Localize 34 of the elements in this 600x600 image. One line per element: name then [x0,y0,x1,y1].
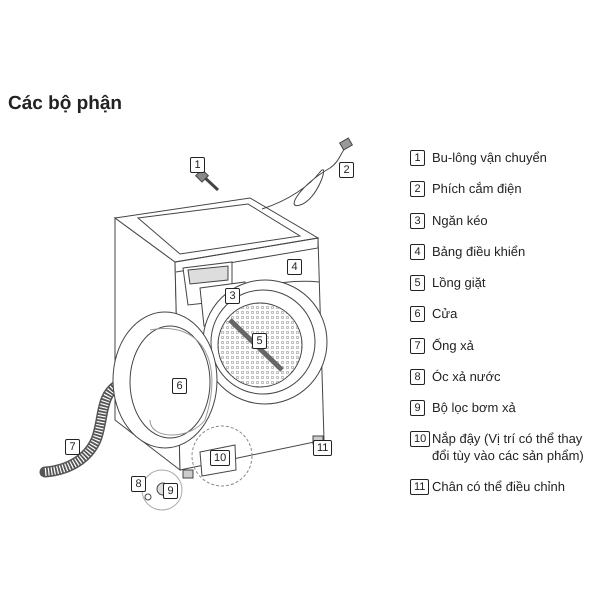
callout-number: 10 [210,450,230,466]
heading: Các bộ phận [8,93,122,115]
callout-number: 9 [410,400,425,416]
callout-number: 5 [410,275,425,291]
part-name: Cửa [432,305,458,322]
part-name: Phích cắm điện [432,180,523,197]
callout-number: 5 [252,333,267,349]
callout-number: 9 [163,483,178,499]
part-name: Óc xả nước [432,368,502,385]
callout-number: 3 [410,213,425,229]
callout-number: 3 [225,288,240,304]
callout-number: 1 [410,150,425,166]
callout-number: 8 [131,476,146,492]
callout-number: 6 [172,378,187,394]
part-name: Bảng điều khiển [432,243,526,260]
part-name: Ngăn kéo [432,212,489,229]
callout-number: 4 [410,244,425,260]
part-name: Nắp đậy (Vị trí có thể thay đổi tùy vào các sản phẩm) [432,430,585,464]
callout-number: 8 [410,369,425,385]
callout-number: 11 [313,440,332,456]
callout-number: 6 [410,306,425,322]
callout-number: 2 [410,181,425,197]
callout-number: 2 [339,162,354,178]
callout-number: 11 [410,479,430,495]
part-name: Chân có thể điều chỉnh [432,478,566,495]
callout-number: 7 [65,439,80,455]
callout-number: 7 [410,338,425,354]
callout-number: 10 [410,431,430,447]
part-name: Bu-lông vận chuyển [432,149,548,166]
part-name: Bộ lọc bơm xả [432,399,517,416]
part-name: Lồng giặt [432,274,486,291]
callout-number: 4 [287,259,302,275]
callout-number: 1 [190,157,205,173]
part-name: Ống xả [432,337,475,354]
